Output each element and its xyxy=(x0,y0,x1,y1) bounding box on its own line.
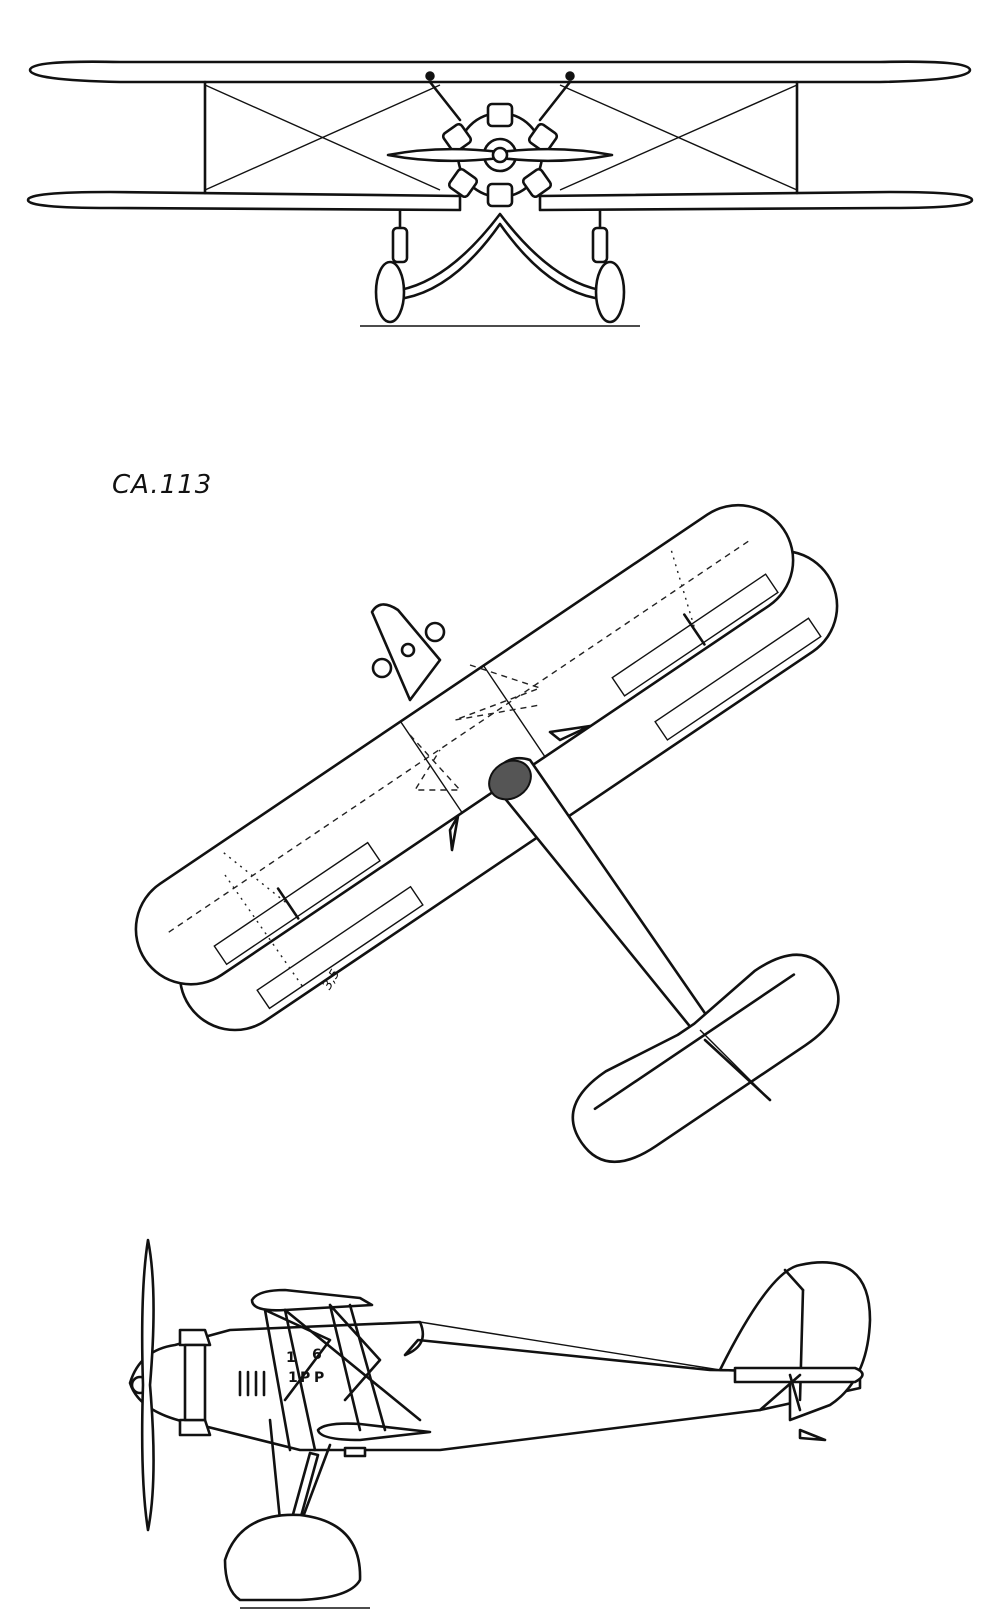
side-propeller xyxy=(140,1238,155,1532)
front-lower-wing-right xyxy=(538,190,974,212)
front-wheel-right xyxy=(594,260,626,324)
top-fuselage xyxy=(488,756,722,1047)
top-cockpit xyxy=(488,759,532,801)
top-tailplane xyxy=(571,953,840,1164)
fuselage-marking-5: P xyxy=(314,1370,325,1386)
front-lower-wing-left xyxy=(26,190,462,212)
designation-label: CA.113 xyxy=(112,470,213,500)
fuselage-marking-4: P xyxy=(300,1370,311,1386)
front-view xyxy=(26,60,974,327)
side-lower-wing xyxy=(316,1422,432,1442)
side-wheel-fairing xyxy=(223,1513,362,1602)
side-view xyxy=(128,1238,872,1609)
side-fuselage xyxy=(128,1320,862,1452)
fuselage-marking-3: 1 xyxy=(288,1370,298,1386)
top-view xyxy=(134,503,840,1164)
top-upper-wing xyxy=(134,503,795,986)
fuselage-marking-2: 6 xyxy=(312,1347,322,1363)
front-wheel-left xyxy=(374,260,406,324)
front-upper-wing xyxy=(28,60,972,84)
fuselage-marking-1: 1 xyxy=(286,1350,296,1366)
side-upper-wing xyxy=(250,1288,374,1312)
